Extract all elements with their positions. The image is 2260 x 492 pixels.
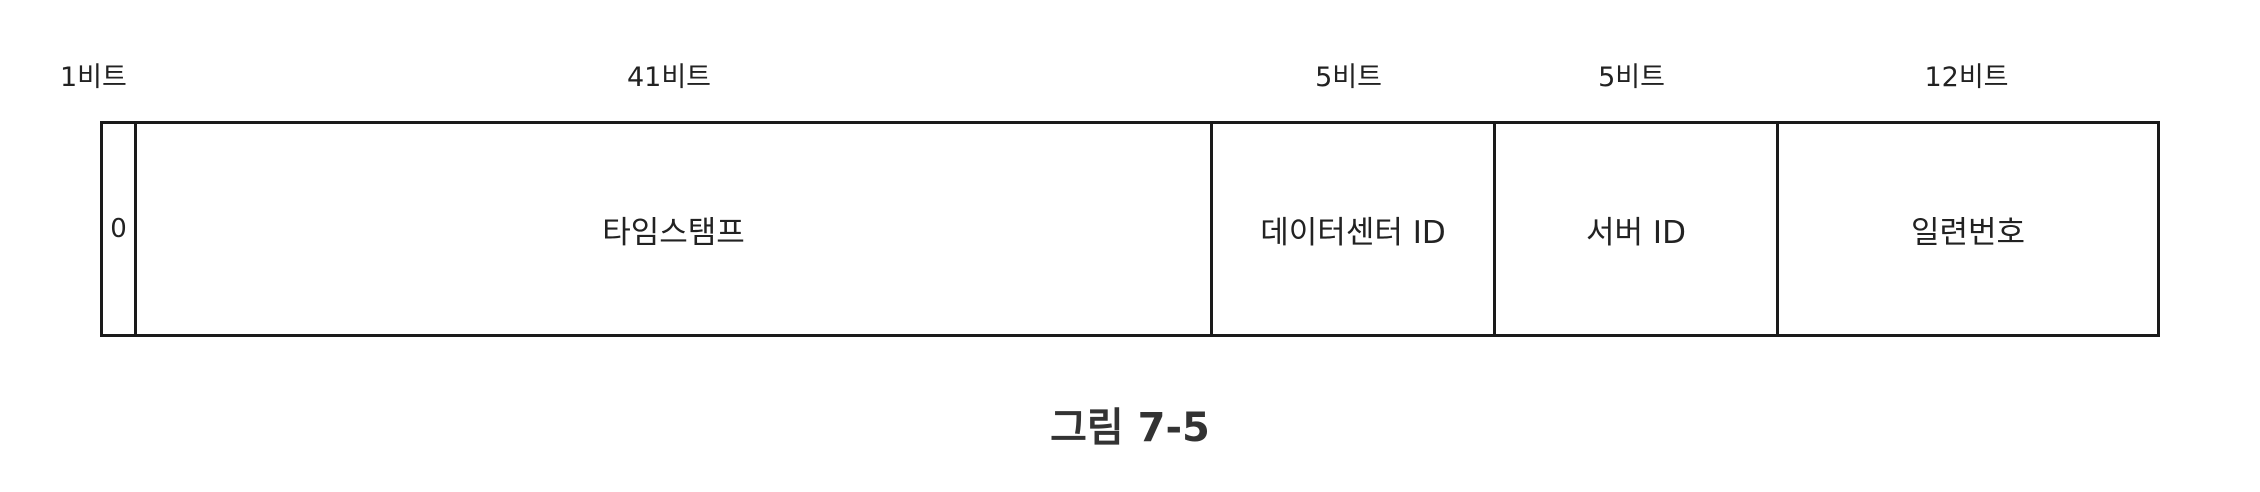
figure-caption: 그림 7-5 (1050, 405, 1210, 451)
id-layout-diagram: 0 타임스탬프 데이터센터 ID 서버 ID 일련번호 (100, 121, 2160, 337)
field-timestamp: 타임스탬프 (134, 124, 1210, 334)
bit-label-sign: 1비트 (60, 62, 127, 93)
bit-label-timestamp: 41비트 (626, 62, 712, 93)
bit-label-server: 5비트 (1598, 62, 1665, 93)
field-server-id: 서버 ID (1493, 124, 1776, 334)
field-sequence-number: 일련번호 (1776, 124, 2157, 334)
bit-label-sequence: 12비트 (1924, 62, 2009, 93)
field-sign-bit: 0 (110, 214, 127, 244)
bit-label-datacenter: 5비트 (1315, 62, 1382, 93)
field-datacenter-id: 데이터센터 ID (1210, 124, 1493, 334)
